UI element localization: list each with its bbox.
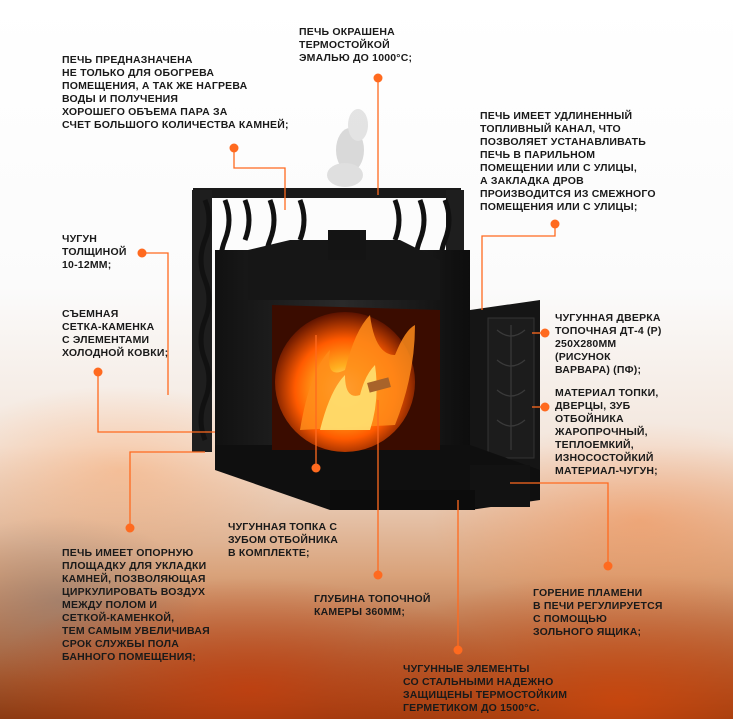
- callout-dot-platform: [125, 523, 135, 533]
- label-flame: ГОРЕНИЕ ПЛАМЕНИ В ПЕЧИ РЕГУЛИРУЕТСЯ С ПО…: [533, 587, 663, 638]
- label-fuel-channel: ПЕЧЬ ИМЕЕТ УДЛИНЕННЫЙ ТОПЛИВНЫЙ КАНАЛ, Ч…: [480, 110, 656, 213]
- callout-dot-thickness: [137, 248, 147, 258]
- label-thickness: ЧУГУН ТОЛЩИНОЙ 10-12ММ;: [62, 233, 127, 271]
- steam: [327, 109, 368, 187]
- label-firebox: ЧУГУННАЯ ТОПКА С ЗУБОМ ОТБОЙНИКА В КОМПЛ…: [228, 521, 339, 559]
- label-enamel: ПЕЧЬ ОКРАШЕНА ТЕРМОСТОЙКОЙ ЭМАЛЬЮ ДО 100…: [299, 26, 413, 64]
- callout-dot-enamel: [373, 73, 383, 83]
- label-mesh: СЪЕМНАЯ СЕТКА-КАМЕНКА С ЭЛЕМЕНТАМИ ХОЛОД…: [62, 308, 169, 359]
- fire-chamber: [272, 305, 440, 452]
- callout-dots: [93, 73, 613, 655]
- label-depth: ГЛУБИНА ТОПОЧНОЙ КАМЕРЫ 360ММ;: [314, 593, 431, 618]
- callout-dot-door: [540, 328, 550, 338]
- callout-lines: [97, 78, 609, 650]
- label-material: МАТЕРИАЛ ТОПКИ, ДВЕРЦЫ, ЗУБ ОТБОЙНИКА ЖА…: [555, 387, 659, 477]
- callout-dot-depth: [373, 570, 383, 580]
- label-purpose: ПЕЧЬ ПРЕДНАЗНАЧЕНА НЕ ТОЛЬКО ДЛЯ ОБОГРЕВ…: [62, 54, 289, 131]
- callout-dot-mesh: [93, 367, 103, 377]
- callout-dot-elements: [453, 645, 463, 655]
- callout-dot-fuel-channel: [550, 219, 560, 229]
- callout-dot-firebox: [311, 463, 321, 473]
- callout-dot-purpose: [229, 143, 239, 153]
- label-door: ЧУГУННАЯ ДВЕРКА ТОПОЧНАЯ ДТ-4 (Р) 250Х28…: [555, 312, 662, 376]
- label-elements: ЧУГУННЫЕ ЭЛЕМЕНТЫ СО СТАЛЬНЫМИ НАДЕЖНО З…: [403, 663, 568, 714]
- label-platform: ПЕЧЬ ИМЕЕТ ОПОРНУЮ ПЛОЩАДКУ ДЛЯ УКЛАДКИ …: [62, 547, 210, 663]
- callout-dot-material: [540, 402, 550, 412]
- callout-dot-flame: [603, 561, 613, 571]
